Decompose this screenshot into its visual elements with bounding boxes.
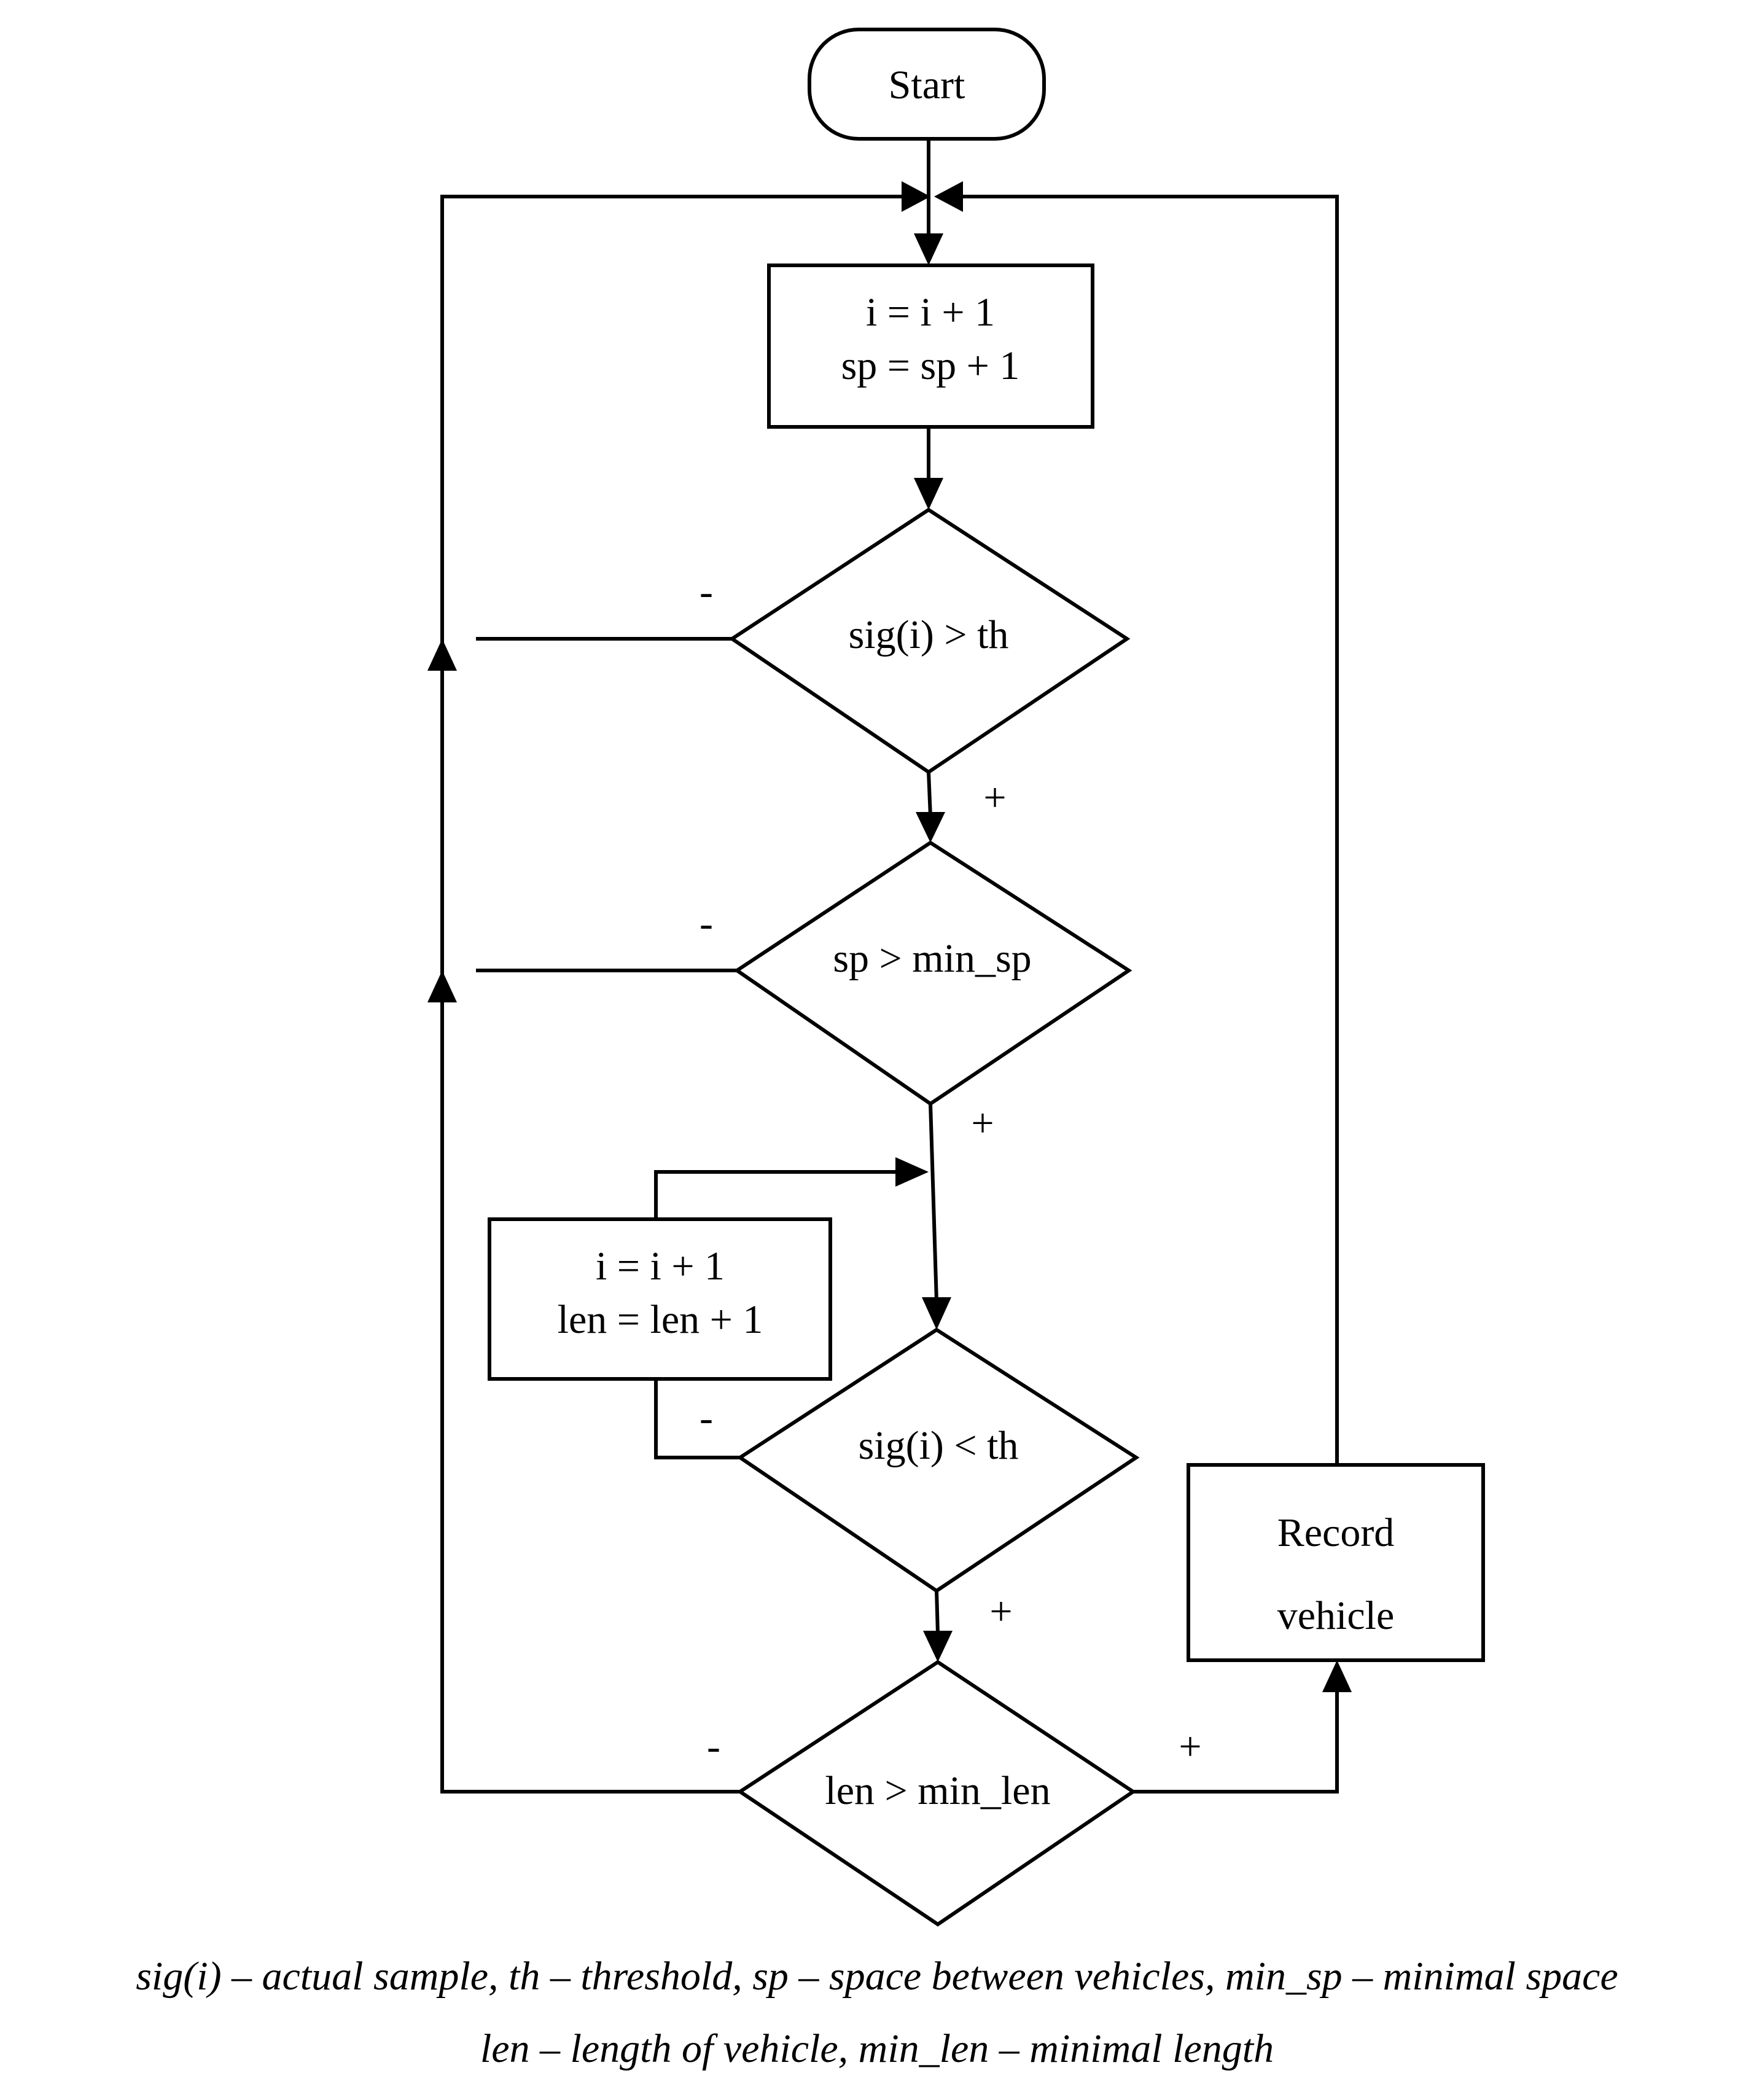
arrow-merge-left — [902, 181, 930, 212]
arrow-into-decision2 — [916, 812, 945, 843]
arrow-into-increment — [914, 233, 943, 265]
arrow-into-len-loop — [895, 1157, 929, 1187]
arrow-into-decision3 — [922, 1297, 951, 1330]
decision-sig-lt-th-label: sig(i) < th — [859, 1423, 1019, 1468]
increment-len-line2: len = len + 1 — [558, 1297, 763, 1342]
legend-line-1: sig(i) – actual sample, th – threshold, … — [136, 1954, 1618, 1999]
record-vehicle-line1: Record — [1277, 1510, 1395, 1555]
record-vehicle-line2: vehicle — [1277, 1593, 1395, 1638]
arrow-into-decision4 — [923, 1631, 953, 1662]
arrow-up-left-2 — [427, 970, 457, 1002]
label-decision2-no: - — [700, 901, 713, 946]
edge-decision3-no-loop — [654, 1379, 740, 1459]
label-decision1-no: - — [700, 569, 713, 614]
edge-decision1-to-decision2 — [927, 771, 932, 818]
label-decision3-no: - — [700, 1395, 713, 1440]
label-decision4-no: - — [707, 1724, 720, 1769]
label-decision3-yes: + — [989, 1589, 1012, 1634]
increment-len-box: i = i + 1 len = len + 1 — [488, 1217, 832, 1381]
record-vehicle-box: Record vehicle — [1187, 1463, 1485, 1662]
start-node: Start — [808, 28, 1046, 141]
arrow-merge-right — [934, 181, 963, 212]
label-decision4-yes: + — [1179, 1724, 1201, 1769]
increment-sp-line2: sp = sp + 1 — [841, 343, 1020, 388]
decision-len-gt-min-len: len > min_len — [736, 1660, 1137, 1927]
edge-labels: - + - + - + - + — [700, 569, 1202, 1769]
increment-sp-line1: i = i + 1 — [866, 290, 995, 335]
edge-len-loop-return — [654, 1170, 897, 1219]
decision-sig-gt-th-label: sig(i) > th — [849, 612, 1009, 657]
arrow-into-decision1 — [914, 478, 943, 510]
decision-sp-gt-min-sp-label: sp > min_sp — [833, 936, 1031, 981]
decision-len-gt-min-len-label: len > min_len — [825, 1768, 1050, 1813]
decision-sp-gt-min-sp: sp > min_sp — [733, 840, 1132, 1106]
edge-decision2-to-decision3 — [929, 1103, 938, 1303]
arrowheads — [427, 181, 1352, 1692]
increment-len-line1: i = i + 1 — [596, 1244, 725, 1289]
arrow-up-left-1 — [427, 639, 457, 671]
legend-line-2: len – length of vehicle, min_len – minim… — [480, 2026, 1274, 2071]
label-decision1-yes: + — [983, 775, 1006, 820]
label-decision2-yes: + — [971, 1101, 994, 1146]
increment-sp-box: i = i + 1 sp = sp + 1 — [767, 263, 1094, 429]
edge-decision4-yes — [1133, 1692, 1339, 1794]
arrow-into-record — [1322, 1660, 1352, 1692]
decision-sig-lt-th: sig(i) < th — [736, 1327, 1140, 1593]
decision-sig-gt-th: sig(i) > th — [728, 507, 1131, 775]
edge-record-return — [951, 195, 1339, 1465]
start-label: Start — [889, 63, 965, 107]
edge-decision3-to-decision4 — [935, 1590, 940, 1634]
